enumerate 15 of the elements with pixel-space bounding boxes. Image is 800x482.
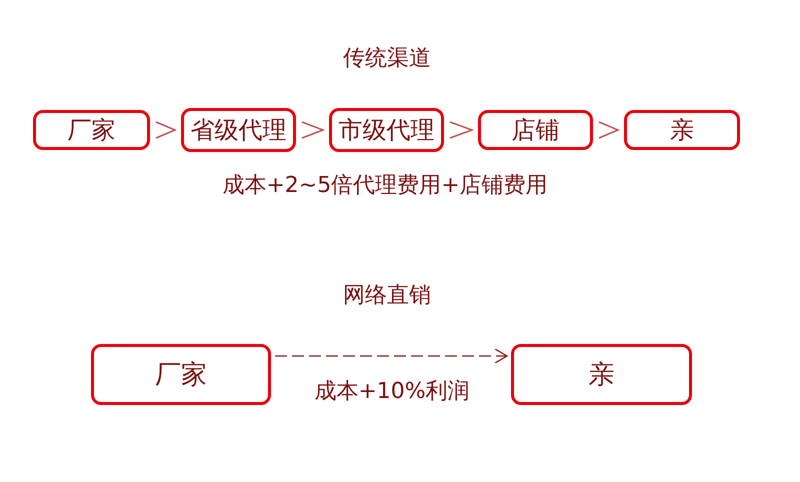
dashed-arrow <box>275 348 508 364</box>
process-box: 店铺 <box>478 110 593 150</box>
cost-note: 成本+2~5倍代理费用+店铺费用 <box>222 172 548 200</box>
process-box: 厂家 <box>33 110 150 150</box>
process-box: 亲 <box>511 344 692 405</box>
section-heading: 网络直销 <box>343 282 431 310</box>
process-box: 亲 <box>624 110 740 150</box>
process-box: 厂家 <box>91 344 271 405</box>
chevron-arrow <box>156 121 177 139</box>
chevron-arrow <box>598 121 620 139</box>
section-heading: 传统渠道 <box>343 45 431 73</box>
chevron-arrow <box>302 121 326 139</box>
process-box: 市级代理 <box>329 108 444 152</box>
process-box: 省级代理 <box>181 108 296 152</box>
chevron-arrow <box>450 121 474 139</box>
